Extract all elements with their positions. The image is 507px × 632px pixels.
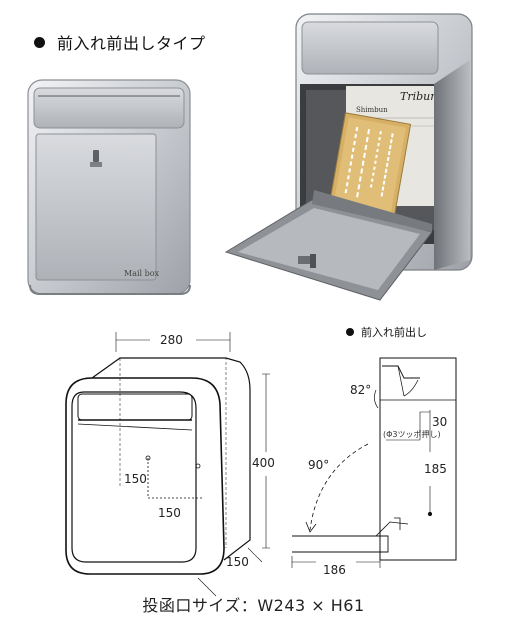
bullet-icon [34,37,45,48]
mailbox-label: Mail box [124,269,160,278]
dim-width: 280 [160,333,183,347]
box-dimension-drawing [65,332,270,597]
dim-door-depth: 186 [323,563,346,577]
angle-flap: 82° [350,383,372,397]
open-mailbox-photo: Tribune Shimbun [224,13,473,301]
closed-mailbox-photo: Mail box [27,79,191,295]
newspaper-title: Tribune [400,90,444,103]
dim-key-y: 150 [158,506,181,520]
section-heading: 前入れ前出しタイプ [34,30,206,54]
detail-heading-text: 前入れ前出し [361,326,427,339]
angle-door: 90° [308,458,330,472]
dim-height: 400 [252,456,275,470]
dim-top-offset: 30 [432,415,448,429]
slot-size-caption: 投函口サイズ：W243 × H61 [142,596,365,615]
detail-heading: 前入れ前出し [346,324,427,340]
dim-inner-height: 185 [424,462,447,476]
dim-key-x: 150 [124,472,147,486]
bullet-small-icon [346,328,354,336]
section-heading-text: 前入れ前出しタイプ [57,34,206,53]
side-section-drawing [291,357,457,568]
dim-depth: 150 [226,555,249,569]
button-label: (Φ3ツッポ押し) [383,430,441,439]
newspaper-sub: Shimbun [356,106,388,114]
